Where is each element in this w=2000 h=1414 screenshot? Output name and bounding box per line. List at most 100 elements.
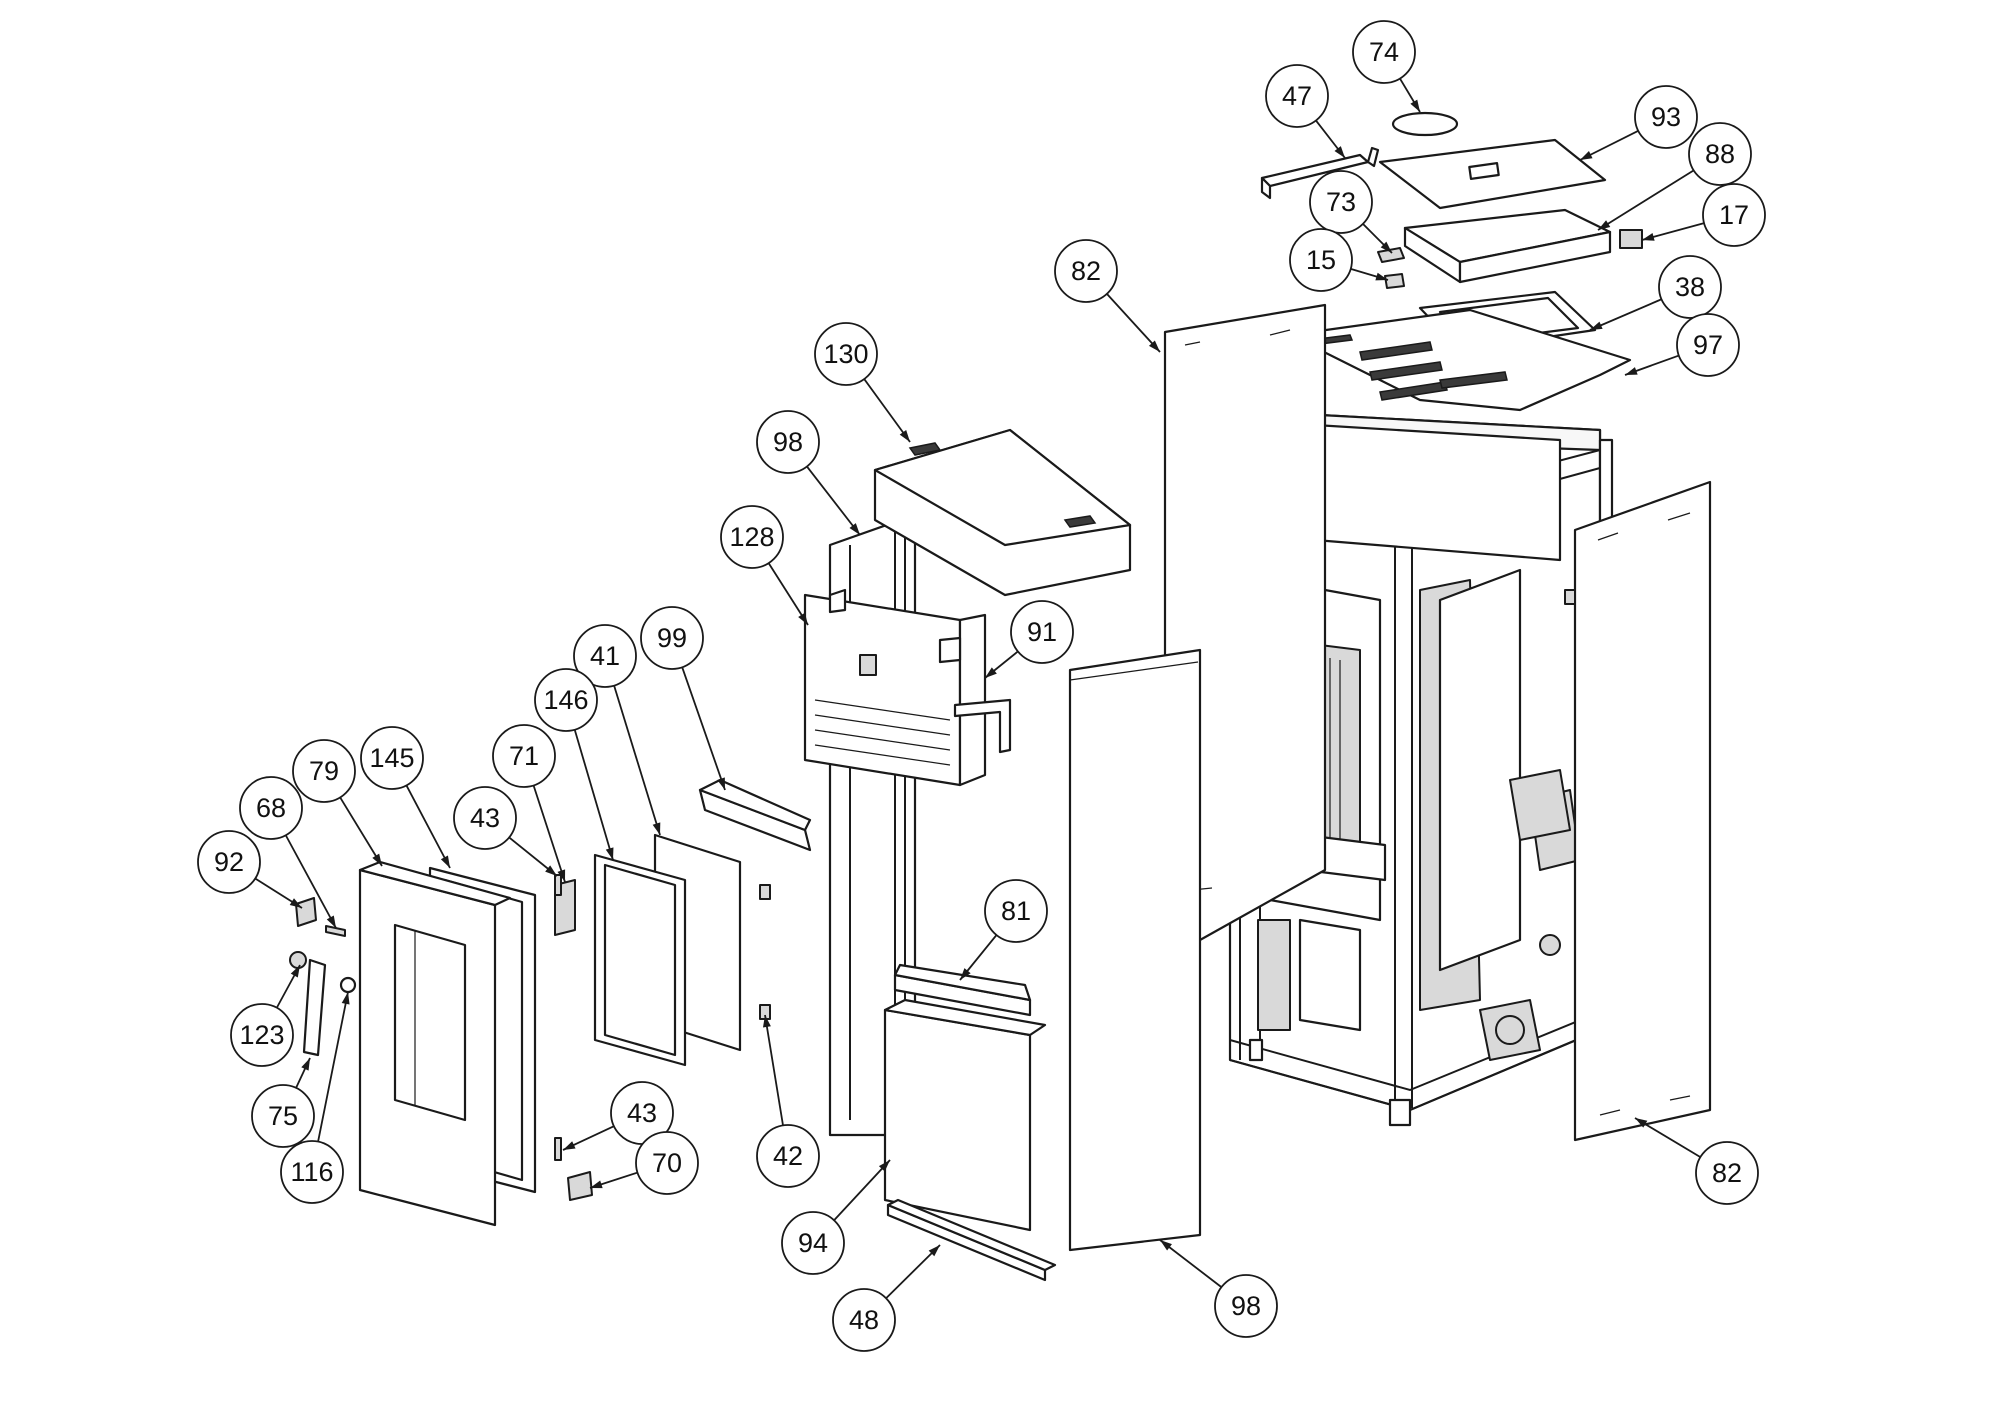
callout-bubble	[1289, 228, 1353, 292]
callout-label: 98	[773, 427, 803, 457]
callout-label: 43	[627, 1098, 657, 1128]
callout-c116: 116	[280, 991, 350, 1204]
callout-label: 73	[1326, 187, 1356, 217]
leader-arrowhead	[440, 855, 450, 868]
part-81-lower-bracket	[893, 963, 1032, 1017]
callout-c75: 75	[251, 1057, 315, 1148]
callout-label: 93	[1651, 102, 1681, 132]
leader-arrowhead	[290, 965, 300, 978]
leader-line	[339, 796, 383, 867]
leader-arrowhead	[1334, 146, 1345, 158]
callout-bubble	[1214, 1274, 1278, 1338]
callout-label: 17	[1719, 200, 1749, 230]
callout-c47: 47	[1265, 64, 1346, 159]
callout-label: 88	[1705, 139, 1735, 169]
callout-c98a: 98	[756, 410, 861, 536]
callout-c73: 73	[1309, 170, 1393, 254]
part-73-clip	[1377, 247, 1405, 263]
callout-c93: 93	[1579, 85, 1698, 161]
callout-c38: 38	[1589, 255, 1722, 331]
callout-bubble	[453, 786, 517, 850]
callout-label: 38	[1675, 272, 1705, 302]
leader-arrowhead	[878, 1160, 890, 1172]
leader-line	[1634, 1117, 1701, 1158]
callout-c43b: 43	[562, 1081, 674, 1151]
callout-c42: 42	[756, 1014, 820, 1188]
leader-arrowhead	[372, 853, 382, 866]
leader-arrowhead	[1642, 232, 1655, 241]
callout-label: 97	[1693, 330, 1723, 360]
part-128-front-grille-panel	[803, 588, 987, 787]
callout-label: 116	[290, 1157, 333, 1187]
callout-c17: 17	[1641, 183, 1766, 247]
callout-bubble	[492, 724, 556, 788]
callout-bubble	[1676, 313, 1740, 377]
callout-c82b: 82	[1634, 1117, 1759, 1205]
part-47-bracket	[1260, 146, 1380, 200]
callout-c97: 97	[1624, 313, 1740, 377]
leader-arrowhead	[1380, 241, 1392, 253]
part-48-bottom-rail	[886, 1198, 1057, 1282]
callout-label: 146	[543, 685, 588, 715]
leader-arrowhead	[1598, 220, 1611, 230]
leader-line	[833, 1159, 891, 1221]
part-94-lower-panel	[883, 998, 1047, 1232]
callout-label: 145	[369, 743, 414, 773]
part-146-gasket	[593, 853, 687, 1067]
part-116-washer	[339, 976, 357, 994]
callout-c70: 70	[589, 1131, 699, 1195]
callout-c48: 48	[832, 1244, 941, 1352]
leader-line	[613, 685, 661, 836]
callout-bubble	[1309, 170, 1373, 234]
part-93-top-plate	[1378, 138, 1607, 210]
callout-bubble	[197, 830, 261, 894]
callout-label: 41	[590, 641, 620, 671]
callout-label: 128	[729, 522, 774, 552]
leader-arrowhead	[301, 1058, 310, 1071]
callout-bubble	[635, 1131, 699, 1195]
callout-bubble	[984, 879, 1048, 943]
leader-arrowhead	[545, 865, 557, 876]
callout-bubble	[1688, 122, 1752, 186]
callout-label: 71	[509, 741, 539, 771]
leader-line	[863, 378, 911, 443]
leader-line	[532, 785, 566, 883]
callout-c79: 79	[292, 739, 383, 867]
callout-label: 92	[214, 847, 244, 877]
callout-c82a: 82	[1054, 239, 1161, 353]
callout-bubble	[251, 1084, 315, 1148]
leader-line	[764, 1014, 784, 1126]
callout-bubble	[1695, 1141, 1759, 1205]
leader-line	[1589, 298, 1662, 331]
callout-c94: 94	[781, 1159, 891, 1275]
leader-arrowhead	[985, 667, 997, 678]
callout-c128: 128	[720, 505, 809, 626]
callout-c130: 130	[814, 322, 911, 443]
leader-line	[885, 1244, 941, 1299]
callout-c91: 91	[984, 600, 1074, 679]
callout-bubble	[781, 1211, 845, 1275]
callout-label: 94	[798, 1228, 828, 1258]
part-68-pin	[325, 925, 346, 937]
callout-label: 130	[823, 339, 868, 369]
leader-arrowhead	[563, 1141, 576, 1150]
leader-arrowhead	[928, 1245, 940, 1257]
part-75-handle	[302, 958, 327, 1057]
callout-c43a: 43	[453, 786, 558, 877]
leader-arrowhead	[899, 429, 910, 442]
callout-c98b: 98	[1159, 1239, 1278, 1338]
leader-arrowhead	[1410, 99, 1420, 112]
callout-bubble	[1054, 239, 1118, 303]
part-15-clip	[1384, 273, 1405, 289]
callout-bubble	[1658, 255, 1722, 319]
callout-bubble	[1265, 64, 1329, 128]
callout-bubble	[1352, 20, 1416, 84]
part-70-hinge	[567, 1171, 593, 1201]
part-79-door	[358, 860, 512, 1227]
callout-c15: 15	[1289, 228, 1389, 292]
callout-label: 99	[657, 623, 687, 653]
part-99-air-bracket	[698, 778, 812, 852]
callout-label: 75	[268, 1101, 298, 1131]
